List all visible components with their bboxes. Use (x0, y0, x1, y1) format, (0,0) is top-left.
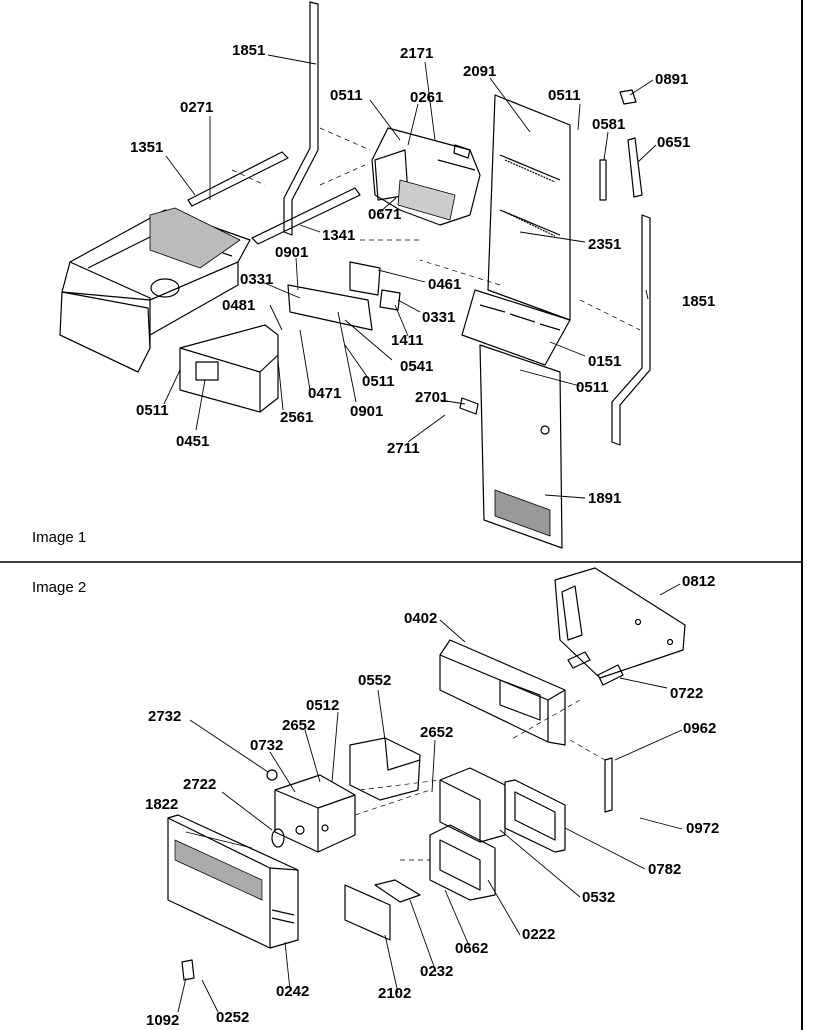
part-label: 0511 (548, 87, 581, 104)
part-label: 0481 (222, 297, 256, 314)
rod-1341-shape (251, 187, 361, 245)
part-label: 0732 (250, 737, 284, 754)
part-label: 2722 (183, 776, 217, 793)
part-label: 2732 (148, 708, 182, 725)
part-label: 0552 (358, 672, 392, 689)
part-label: 2091 (463, 63, 497, 80)
part-label: 0722 (670, 685, 704, 702)
housing-0451-shape (179, 324, 279, 413)
part-label: 0331 (422, 309, 456, 326)
spacer-0722-shape (597, 664, 624, 686)
part-label: 0662 (455, 940, 489, 957)
part-label: 2652 (420, 724, 454, 741)
part-label: 2652 (282, 717, 316, 734)
clip-1092-shape (181, 959, 195, 981)
part-label: 2171 (400, 45, 434, 62)
part-0891-shape (619, 89, 637, 105)
part-label: 0331 (240, 271, 274, 288)
bracket-0901-shape (287, 284, 373, 331)
part-label: 2711 (387, 440, 420, 457)
ice-bucket-shape (59, 207, 251, 373)
spacer-cylinder-shape (567, 651, 591, 669)
part-label: 1411 (391, 332, 424, 349)
part-label: 0471 (308, 385, 342, 402)
bezel-0782-shape (504, 779, 566, 853)
knob-2722-shape (271, 828, 285, 848)
part-1411-shape (379, 289, 401, 311)
part-label: 0252 (216, 1009, 250, 1026)
part-label: 0232 (420, 963, 454, 980)
part-label: 1351 (130, 139, 164, 156)
part-label: 0151 (588, 353, 622, 370)
part-label: 0511 (136, 402, 169, 419)
part-label: 0651 (657, 134, 691, 151)
part-label: 0581 (592, 116, 626, 133)
part-label: 0901 (350, 403, 384, 420)
part-label: 0532 (582, 889, 616, 906)
button-2732-shape (266, 769, 278, 781)
front-panel-1891-shape (479, 344, 563, 549)
part-label: 0972 (686, 820, 720, 837)
part-label: 0782 (648, 861, 682, 878)
part-label: 0222 (522, 926, 556, 943)
part-label: 2351 (588, 236, 622, 253)
strip-1851-left-shape (283, 1, 319, 236)
rod-0271-shape (187, 151, 289, 207)
dispenser-back-panel-shape (461, 94, 571, 366)
part-label: 0461 (428, 276, 462, 293)
part-label: 0901 (275, 244, 309, 261)
part-label: 0541 (400, 358, 434, 375)
part-0232-shape (374, 879, 421, 903)
mounting-bracket-0812-shape (554, 567, 686, 679)
part-label: 0451 (176, 433, 210, 450)
part-label: 0242 (276, 983, 310, 1000)
part-0651-shape (627, 137, 643, 198)
motor-0461-shape (349, 261, 381, 296)
part-label: 0812 (682, 573, 716, 590)
housing-0222-shape (429, 824, 496, 901)
part-2701-shape (459, 397, 479, 415)
image-1-caption: Image 1 (32, 529, 87, 546)
part-label: 0962 (683, 720, 717, 737)
part-0581-shape (599, 159, 607, 201)
part-label: 1092 (146, 1012, 180, 1029)
part-label: 1891 (588, 490, 622, 507)
icemaker-assembly-shape (371, 127, 481, 226)
strip-0962-shape (604, 757, 613, 813)
part-label: 2701 (415, 389, 449, 406)
part-label: 0402 (404, 610, 438, 627)
part-label: 0261 (410, 89, 444, 106)
part-label: 1341 (322, 227, 356, 244)
part-label: 0271 (180, 99, 214, 116)
part-label: 2561 (280, 409, 314, 426)
module-0552-shape (349, 737, 421, 801)
part-label: 0511 (330, 87, 363, 104)
part-label: 1851 (682, 293, 716, 310)
part-label: 1851 (232, 42, 266, 59)
part-label: 0671 (368, 206, 402, 223)
part-label: 0511 (362, 373, 395, 390)
plate-2102-shape (344, 884, 391, 941)
part-label: 1822 (145, 796, 179, 813)
part-label: 0511 (576, 379, 609, 396)
part-label: 0512 (306, 697, 340, 714)
housing-0532-shape (439, 767, 506, 843)
part-label: 2102 (378, 985, 412, 1002)
housing-0402-shape (439, 639, 566, 746)
front-cover-0242-shape (167, 814, 299, 949)
control-housing-shape (274, 774, 356, 853)
strip-1851-right-shape (611, 214, 651, 446)
image-2-caption: Image 2 (32, 579, 87, 596)
part-label: 0891 (655, 71, 689, 88)
